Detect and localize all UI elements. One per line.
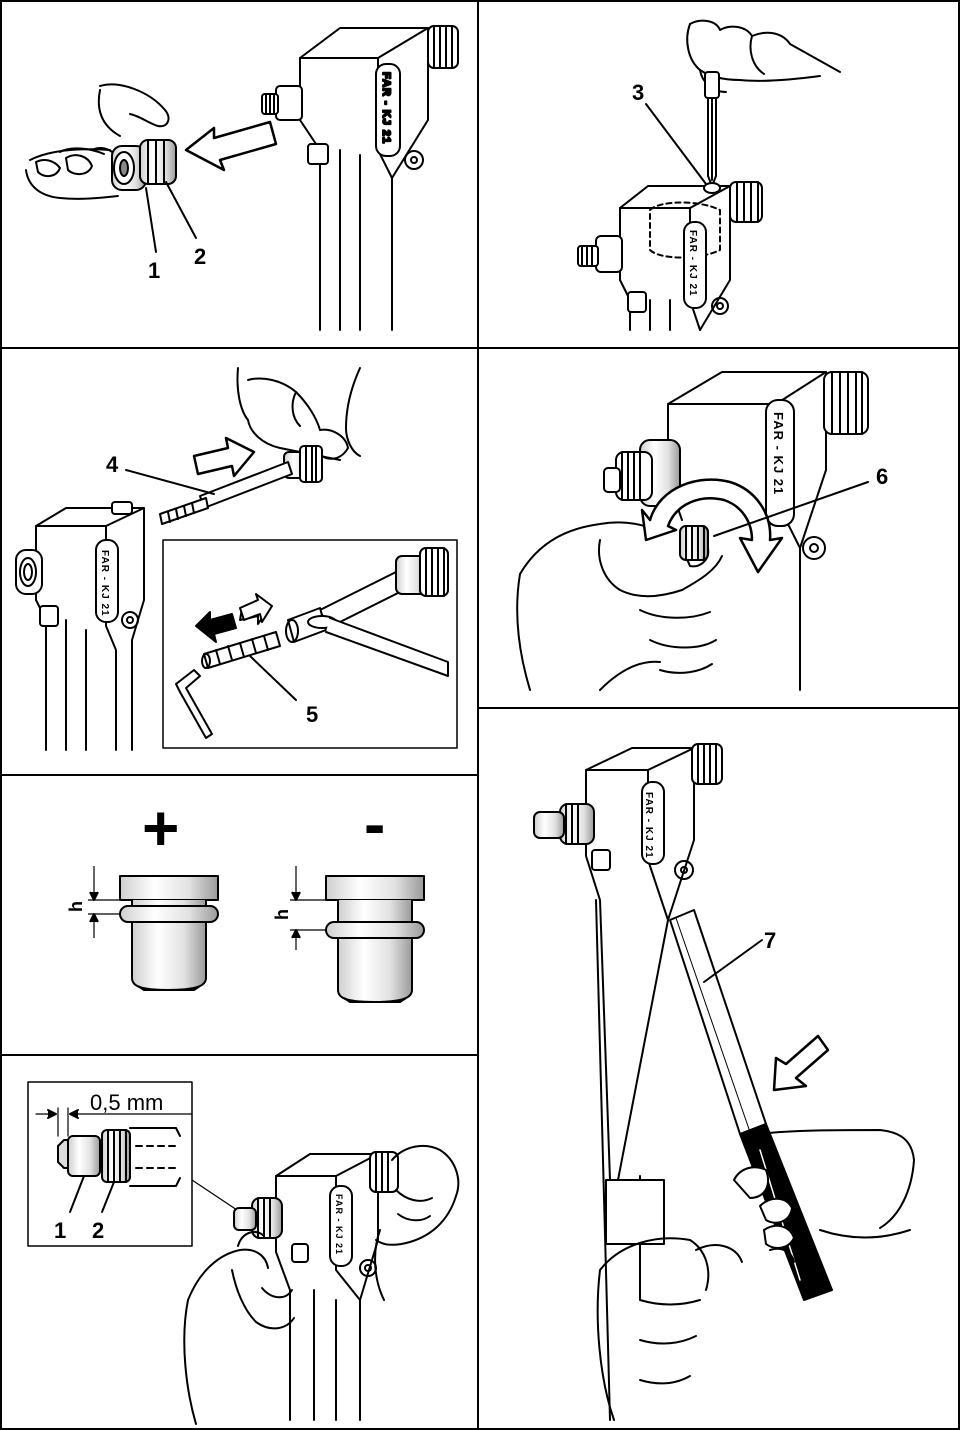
panel-4 bbox=[516, 371, 869, 691]
tool-body-1 bbox=[261, 25, 459, 331]
brand-marking-4: FAR - KJ 21 bbox=[771, 412, 786, 495]
callout-label-2b: 2 bbox=[92, 1218, 104, 1243]
hand-7-left bbox=[596, 1237, 743, 1421]
height-label-right: h bbox=[272, 909, 292, 920]
mandrel-rod-3 bbox=[159, 445, 323, 525]
direction-arrow-right-3 bbox=[192, 436, 256, 478]
plus-sign: + bbox=[142, 792, 179, 864]
tool-body-3 bbox=[15, 501, 145, 751]
direction-arrow-left-1 bbox=[184, 120, 278, 172]
hand-1 bbox=[25, 83, 170, 200]
rotation-arrow-4 bbox=[640, 478, 784, 574]
callout-label-3: 3 bbox=[632, 80, 644, 105]
callout-label-1b: 1 bbox=[54, 1218, 66, 1243]
nut-4 bbox=[679, 525, 709, 561]
callout-label-5: 5 bbox=[306, 702, 318, 727]
nut-assembly-1 bbox=[111, 139, 177, 191]
panel-3 bbox=[15, 367, 458, 751]
rivet-nut-plus bbox=[88, 866, 219, 991]
inset-box-6 bbox=[27, 1081, 193, 1247]
inset-detail-3 bbox=[175, 547, 449, 739]
height-label-left: h bbox=[66, 901, 86, 912]
panel-7 bbox=[533, 743, 915, 1421]
panel-6 bbox=[27, 1081, 460, 1425]
brand-marking-3: FAR - KJ 21 bbox=[99, 550, 110, 617]
hand-6-right bbox=[374, 1144, 460, 1301]
hand-7-right bbox=[733, 1129, 915, 1263]
brand-marking-1: FAR - KJ 21 bbox=[380, 72, 392, 144]
brand-marking-7: FAR - KJ 21 bbox=[643, 792, 654, 859]
callout-label-7: 7 bbox=[764, 928, 776, 953]
lever-arm-7 bbox=[669, 909, 833, 1301]
brand-marking-2: FAR - KJ 21 bbox=[687, 230, 698, 297]
callout-label-4: 4 bbox=[106, 452, 119, 477]
callout-label-6: 6 bbox=[876, 464, 888, 489]
panel-1: FAR - KJ 21 bbox=[25, 25, 459, 331]
tool-body-2 bbox=[577, 181, 763, 331]
gap-dimension: 0,5 mm bbox=[90, 1090, 163, 1115]
brand-marking-6: FAR - KJ 21 bbox=[334, 1194, 344, 1255]
panel-5 bbox=[88, 866, 425, 1003]
minus-sign: - bbox=[364, 788, 385, 860]
tool-body-6 bbox=[233, 1151, 399, 1421]
hand-3 bbox=[236, 367, 361, 461]
inset-box-3 bbox=[162, 539, 458, 749]
screwdriver-2 bbox=[704, 71, 720, 187]
tool-body-7 bbox=[533, 743, 723, 1421]
direction-arrow-down-7 bbox=[772, 1034, 830, 1092]
hand-6-left bbox=[183, 1230, 295, 1425]
inset-detail-6 bbox=[35, 1107, 193, 1213]
callout-label-2: 2 bbox=[194, 244, 206, 269]
rivet-nut-minus bbox=[290, 866, 425, 1003]
panel-2 bbox=[577, 19, 841, 331]
callout-label-1: 1 bbox=[148, 258, 160, 283]
